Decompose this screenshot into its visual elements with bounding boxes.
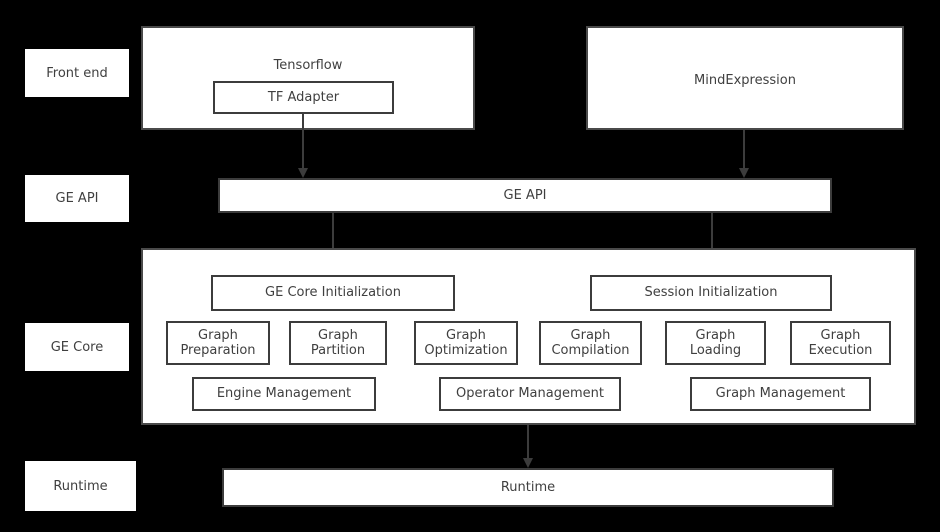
mindexpression-title: MindExpression [694, 73, 796, 88]
manager-operator-management[interactable]: Operator Management [439, 377, 621, 411]
runtime-bar[interactable]: Runtime [222, 468, 834, 507]
module-graph-preparation[interactable]: Graph Preparation [166, 321, 270, 365]
stage-label-ge-core: GE Core [25, 323, 129, 371]
tensorflow-title: Tensorflow [273, 58, 343, 73]
tf-adapter-box[interactable]: TF Adapter [213, 81, 394, 114]
stage-label-ge-api: GE API [25, 175, 129, 222]
stage-label-front-end: Front end [25, 49, 129, 97]
module-graph-compilation[interactable]: Graph Compilation [539, 321, 642, 365]
manager-graph-management[interactable]: Graph Management [690, 377, 871, 411]
module-graph-loading[interactable]: Graph Loading [665, 321, 766, 365]
ge-api-bar[interactable]: GE API [218, 178, 832, 213]
session-initialization-box[interactable]: Session Initialization [590, 275, 832, 311]
mindexpression-container: MindExpression [586, 26, 904, 130]
tensorflow-container: Tensorflow [141, 26, 475, 130]
module-graph-partition[interactable]: Graph Partition [289, 321, 387, 365]
stage-label-runtime: Runtime [25, 461, 136, 511]
ge-core-initialization-box[interactable]: GE Core Initialization [211, 275, 455, 311]
manager-engine-management[interactable]: Engine Management [192, 377, 376, 411]
module-graph-optimization[interactable]: Graph Optimization [414, 321, 518, 365]
module-graph-execution[interactable]: Graph Execution [790, 321, 891, 365]
